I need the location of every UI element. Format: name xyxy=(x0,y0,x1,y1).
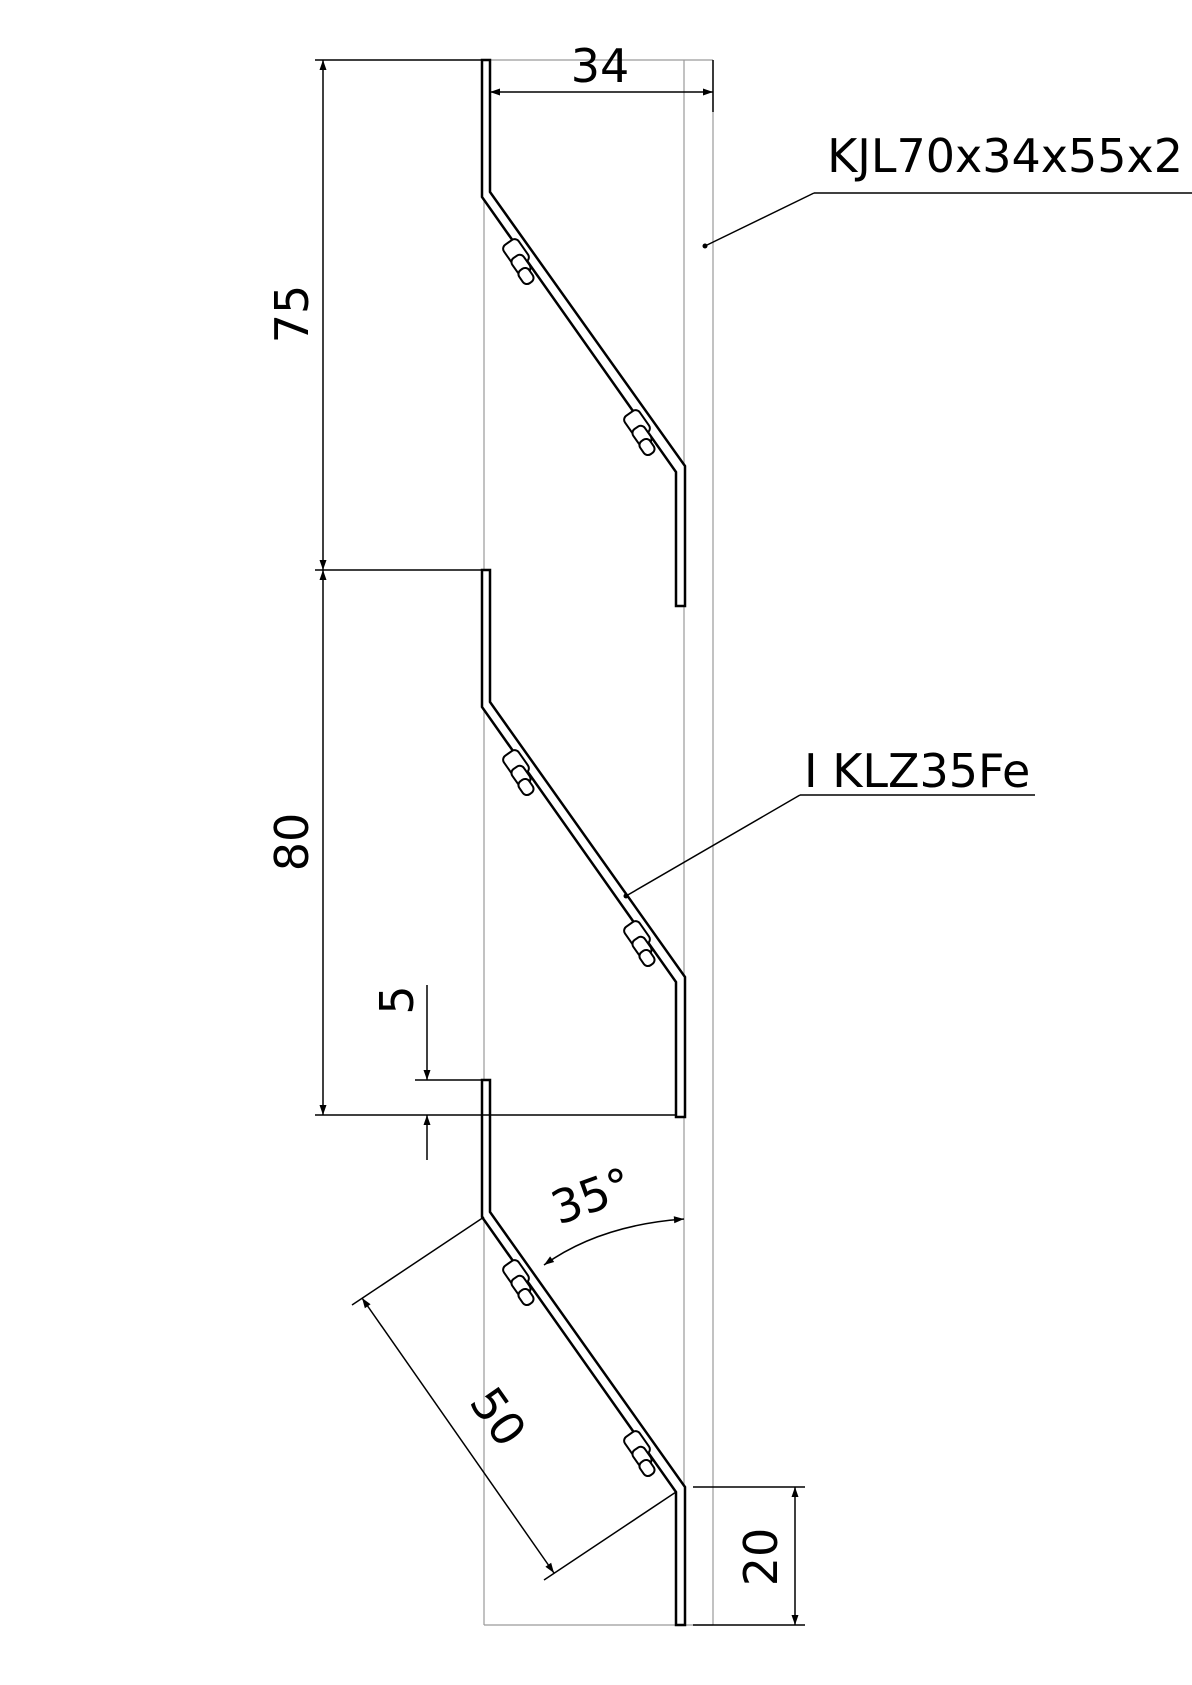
dimension-pitch-top: 75 xyxy=(265,59,482,571)
dimension-angle-label: 35° xyxy=(544,1157,639,1236)
louvre-blade-3 xyxy=(480,1078,687,1627)
rivet-icon xyxy=(623,920,656,968)
dimension-pitch-top-label: 75 xyxy=(265,285,319,344)
rivet-icon xyxy=(623,409,656,457)
louvre-blade-1 xyxy=(480,58,687,608)
dimension-bottom-lip: 20 xyxy=(693,1486,805,1626)
frame-outline xyxy=(483,59,714,1626)
rivet-icon xyxy=(502,238,535,286)
rivet-icon xyxy=(623,1430,656,1478)
dimension-pitch-middle: 80 xyxy=(265,570,676,1116)
dimension-depth: 34 xyxy=(490,39,714,112)
dimension-pitch-middle-label: 80 xyxy=(265,813,319,872)
rivet-icon xyxy=(502,749,535,797)
blade-leader: I KLZ35Fe xyxy=(623,744,1035,899)
dimension-overlap: 5 xyxy=(370,985,482,1160)
dimension-depth-label: 34 xyxy=(571,39,630,93)
profile-label: KJL70x34x55x2 xyxy=(827,129,1183,183)
dimension-bottom-lip-label: 20 xyxy=(734,1528,788,1587)
louvre-blade-2 xyxy=(480,568,687,1119)
dimension-angle: 35° xyxy=(543,1157,685,1266)
profile-leader: KJL70x34x55x2 xyxy=(702,129,1192,249)
blade-label: I KLZ35Fe xyxy=(804,744,1030,798)
dimension-blade-length-label: 50 xyxy=(459,1377,537,1456)
dimension-overlap-label: 5 xyxy=(370,985,424,1014)
